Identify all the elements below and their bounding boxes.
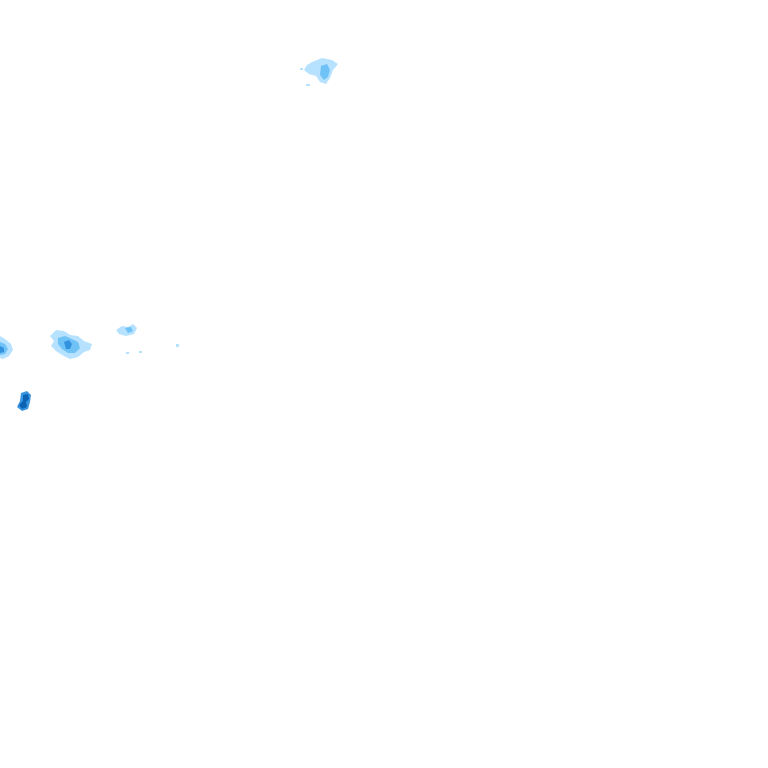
rain-speck xyxy=(300,68,303,70)
precipitation-cell-west-edge xyxy=(0,336,13,359)
rain-speck xyxy=(139,351,142,353)
rain-echo-very-heavy xyxy=(19,394,29,409)
rain-speck xyxy=(176,344,179,347)
precipitation-cell-west xyxy=(50,330,92,359)
rain-speck xyxy=(306,84,310,86)
rain-echo-moderate xyxy=(320,64,330,80)
rain-echo-heavy xyxy=(64,340,72,349)
rain-speck xyxy=(126,352,129,354)
precipitation-cell-southwest xyxy=(17,391,31,411)
rain-echo-moderate xyxy=(125,327,133,333)
precipitation-cell-center-west xyxy=(116,324,179,354)
rain-echo-heavy xyxy=(0,346,4,353)
precipitation-cell-north xyxy=(300,58,338,86)
